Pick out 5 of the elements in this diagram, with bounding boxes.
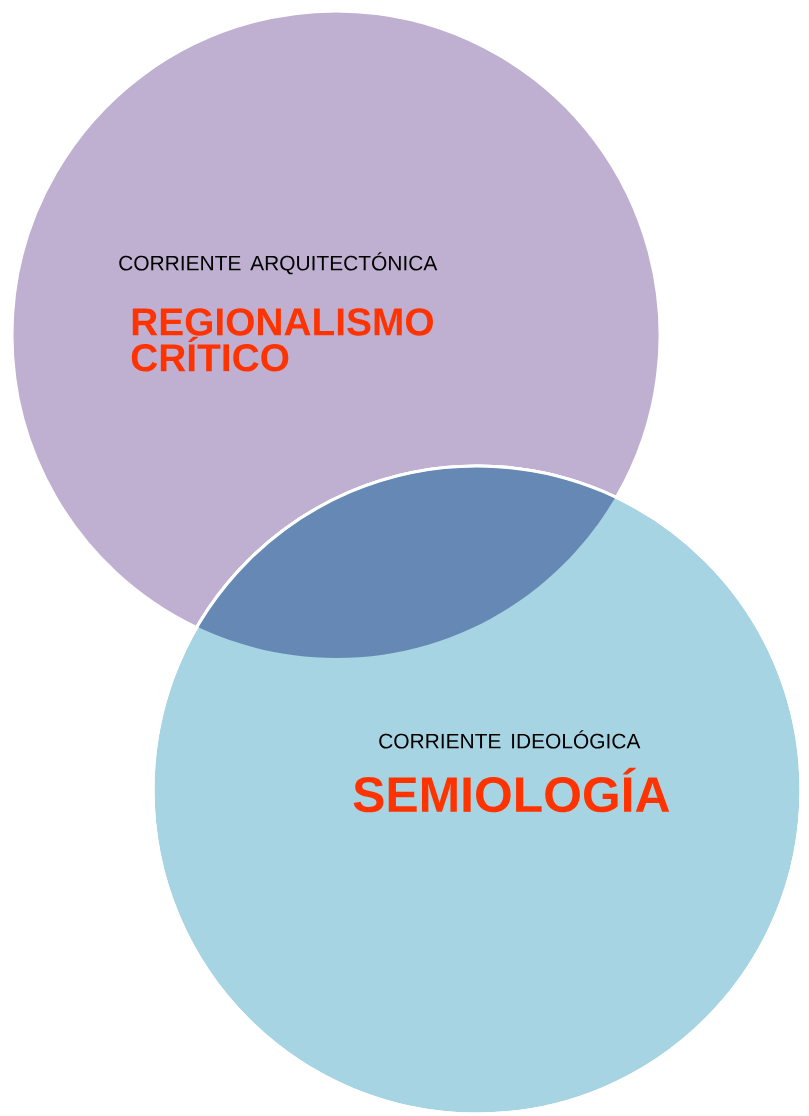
circle (151, 464, 803, 1116)
circle-title: SEMIOLOGÍA (353, 767, 670, 813)
circle-title: REGIONALISMO CRÍTICO (131, 308, 433, 372)
circle-heading: CORRIENTE ARQUITECTÓNICA (119, 252, 438, 275)
circle-heading: CORRIENTE IDEOLÓGICA (379, 730, 641, 749)
